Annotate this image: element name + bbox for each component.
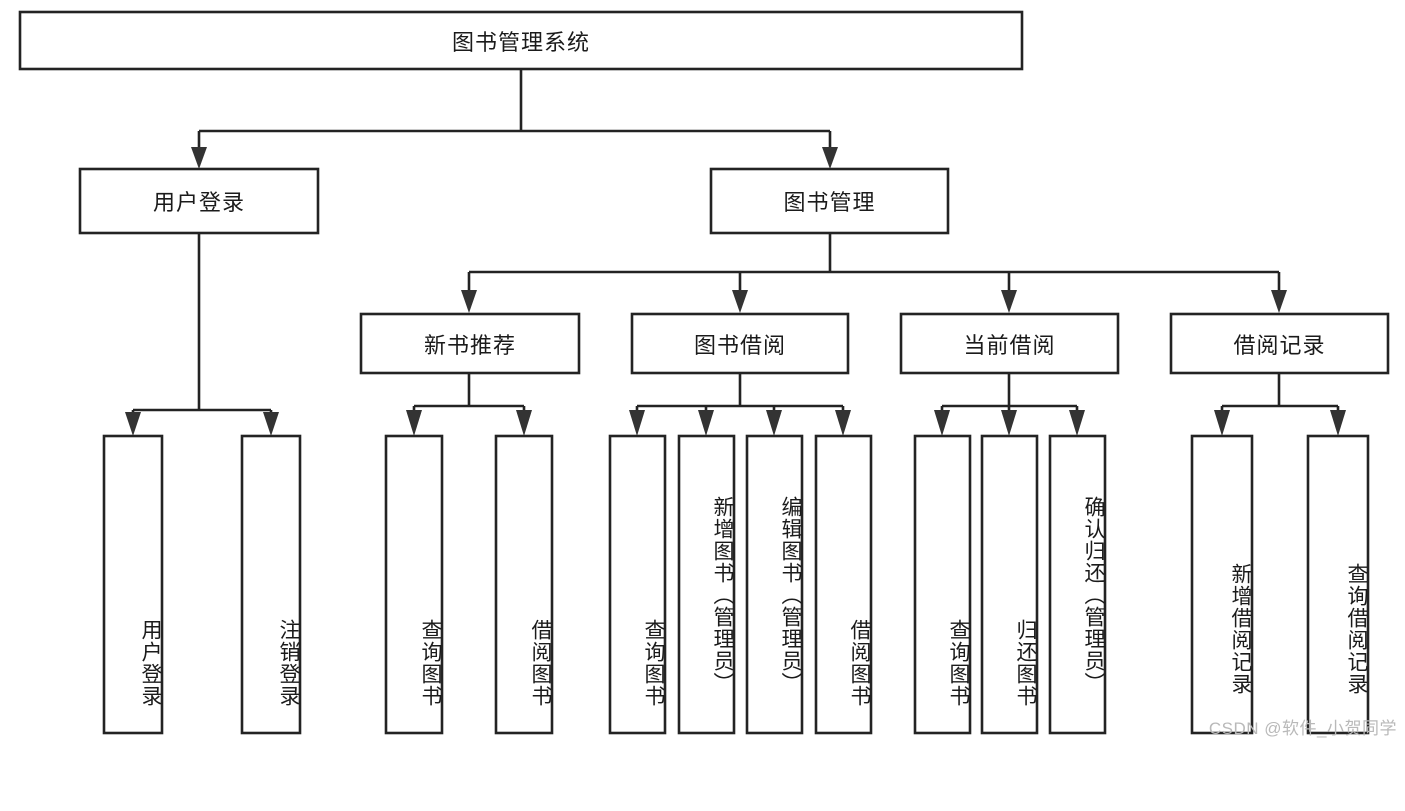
node-box-borrow-record[interactable]: [1169, 312, 1390, 375]
arrowhead-leaf-query-book-2: [629, 410, 645, 436]
arrowhead-current-borrow: [1001, 290, 1017, 313]
arrowhead-leaf-query-book-1: [406, 410, 422, 436]
connector-group-borrow-record: [1214, 373, 1346, 436]
node-box-book-borrow[interactable]: [630, 312, 850, 375]
node-box-leaf-add-record[interactable]: [1190, 434, 1254, 735]
flowchart-canvas: [18, 10, 1390, 735]
arrowhead-leaf-borrow-book-2: [835, 410, 851, 436]
connector-group-book-management: [461, 233, 1287, 313]
arrowhead-new-book-recommend: [461, 290, 477, 313]
arrowhead-book-management: [822, 147, 838, 169]
arrowhead-leaf-borrow-book-1: [516, 410, 532, 436]
arrowhead-leaf-user-logout: [263, 412, 279, 436]
arrowhead-leaf-return-book: [1001, 410, 1017, 436]
node-box-leaf-query-book-2[interactable]: [608, 434, 667, 735]
node-box-leaf-return-book[interactable]: [980, 434, 1039, 735]
connector-group-current-borrow: [934, 373, 1085, 436]
node-box-leaf-user-logout[interactable]: [240, 434, 302, 735]
node-box-leaf-query-record[interactable]: [1306, 434, 1370, 735]
node-box-new-book-recommend[interactable]: [359, 312, 581, 375]
arrowhead-leaf-add-record: [1214, 410, 1230, 436]
flowchart-diagram: 图书管理系统 用户登录 图书管理 新书推荐 图书借阅 当前借阅 借阅记录 用户登…: [18, 10, 1397, 738]
node-box-leaf-add-book[interactable]: [677, 434, 736, 735]
node-box-user-login[interactable]: [78, 167, 320, 235]
node-box-leaf-user-login[interactable]: [102, 434, 164, 735]
connector-group-book-borrow: [629, 373, 851, 436]
node-box-book-management[interactable]: [709, 167, 950, 235]
node-box-leaf-borrow-book-2[interactable]: [814, 434, 873, 735]
connector-group-user-login: [125, 233, 279, 436]
connector-group-root: [191, 69, 838, 169]
node-box-leaf-borrow-book-1[interactable]: [494, 434, 554, 735]
arrowhead-book-borrow: [732, 290, 748, 313]
arrowhead-leaf-add-book: [698, 410, 714, 436]
node-box-leaf-edit-book[interactable]: [745, 434, 804, 735]
arrowhead-leaf-query-book-3: [934, 410, 950, 436]
node-box-leaf-query-book-3[interactable]: [913, 434, 972, 735]
node-box-leaf-query-book-1[interactable]: [384, 434, 444, 735]
arrowhead-leaf-confirm-return: [1069, 410, 1085, 436]
arrowhead-leaf-query-record: [1330, 410, 1346, 436]
node-box-leaf-confirm-return[interactable]: [1048, 434, 1107, 735]
node-box-current-borrow[interactable]: [899, 312, 1120, 375]
node-box-root[interactable]: [18, 10, 1024, 71]
arrowhead-leaf-edit-book: [766, 410, 782, 436]
arrowhead-borrow-record: [1271, 290, 1287, 313]
arrowhead-user-login: [191, 147, 207, 169]
connector-group-new-book-recommend: [406, 373, 532, 436]
csdn-watermark: CSDN @软件_小贺同学: [1208, 719, 1397, 738]
arrowhead-leaf-user-login: [125, 412, 141, 436]
